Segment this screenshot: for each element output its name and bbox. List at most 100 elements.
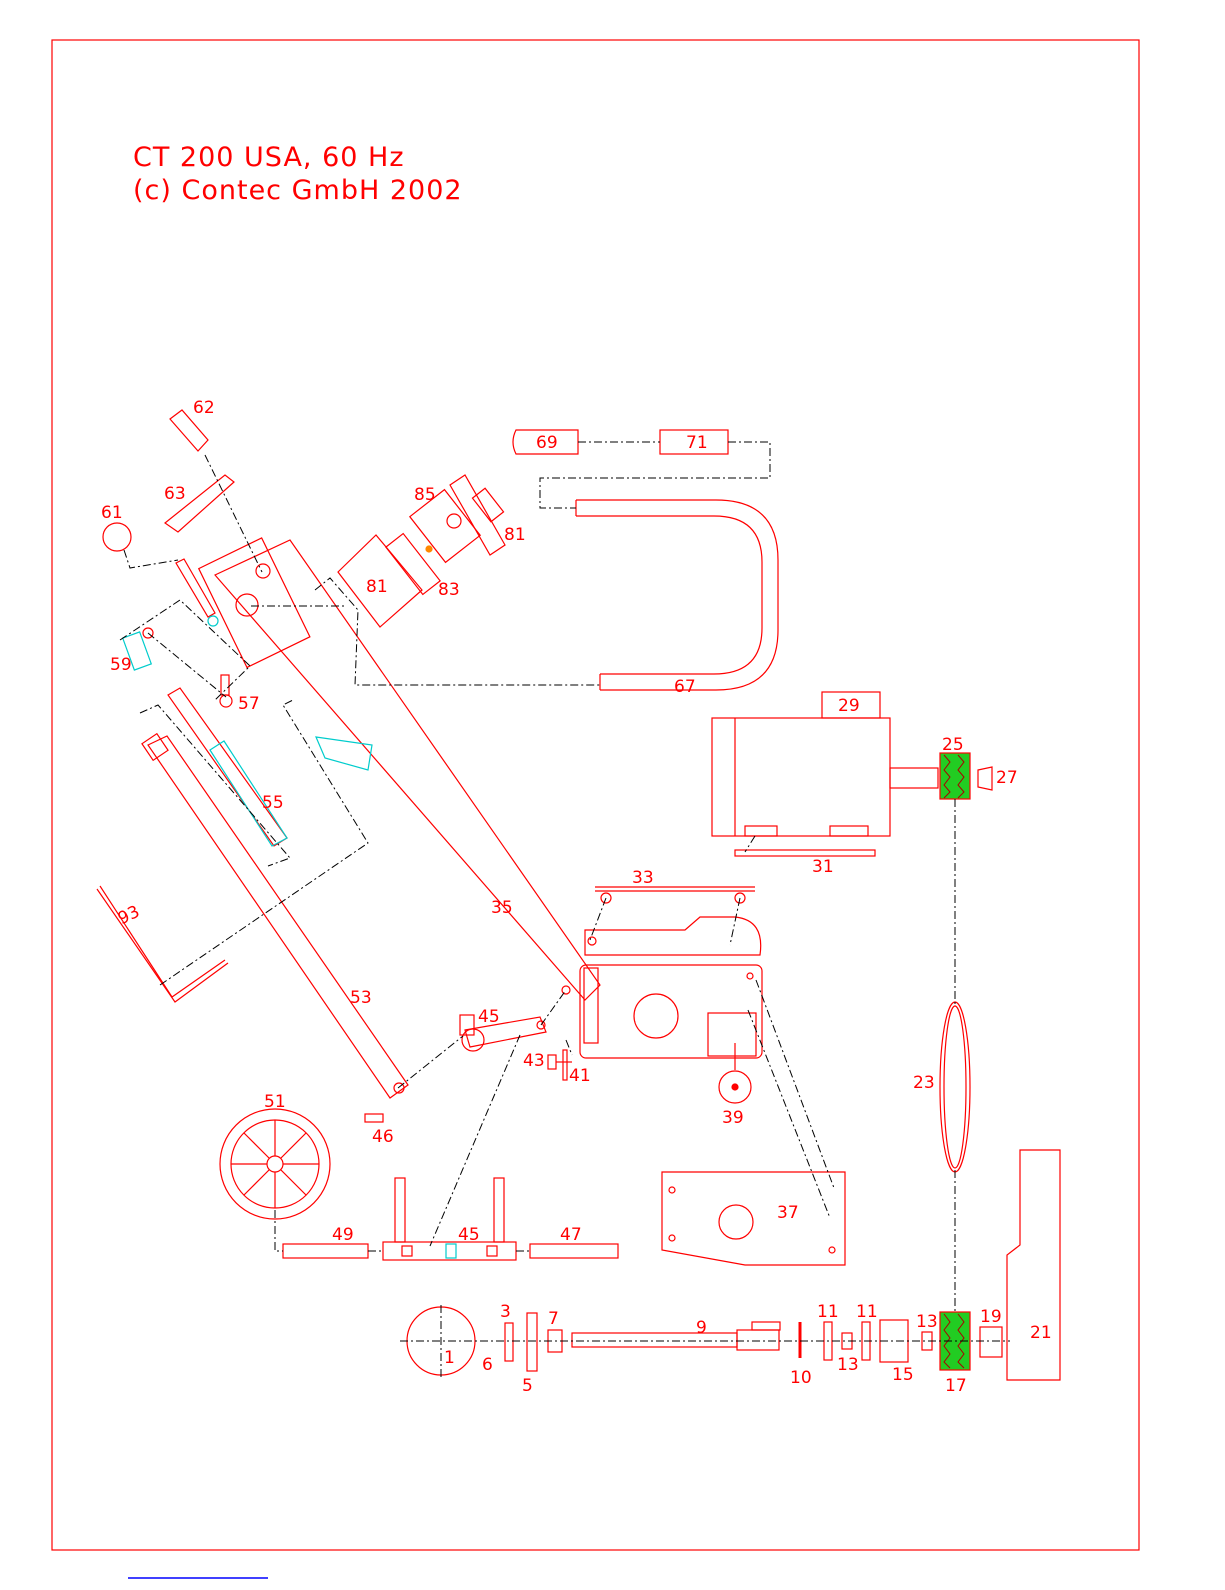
label-part-35: 35 [491,898,513,918]
wheel-51-spokes [231,1120,319,1208]
plate-5 [527,1313,537,1371]
label-part-25: 25 [942,735,964,755]
stub-axle-49 [283,1244,368,1258]
plate-37-hole-2 [669,1235,675,1241]
motor-29-body [712,718,890,836]
handle-rod [176,559,215,617]
stub-axle-47 [530,1244,618,1258]
handle-rod-joint [208,616,218,626]
gearbox-bore [634,994,678,1038]
label-part-46: 46 [372,1127,394,1147]
label-part-29: 29 [838,696,860,716]
motor-29-shaft [890,768,938,788]
plate-93 [97,889,228,1002]
drawing-frame [52,40,1139,1550]
label-part-45-upper: 45 [478,1007,500,1027]
label-part-9: 9 [696,1318,707,1338]
label-part-55: 55 [262,793,284,813]
lever-53 [148,736,408,1098]
pin-57-shank [221,675,229,695]
label-part-13-right: 13 [916,1312,938,1332]
label-part-5: 5 [522,1376,533,1396]
disk-85-center [447,514,461,528]
label-part-85: 85 [414,485,436,505]
washer-41 [563,1050,567,1080]
motor-29-foot-left [745,826,777,836]
pulley-25 [940,753,970,799]
label-part-17: 17 [945,1376,967,1396]
motor-plate-31 [735,850,875,856]
plate-37-bore [719,1205,753,1239]
gearbox-cover [708,1013,756,1056]
gas-spring-55 [168,688,287,846]
motor-29-foot-right [830,826,868,836]
nut-19 [980,1327,1002,1357]
label-part-33: 33 [632,868,654,888]
frame-label-plate [316,737,372,770]
label-part-27: 27 [996,768,1018,788]
label-part-3: 3 [500,1302,511,1322]
clamp-83-screw [426,546,432,552]
bolt-43 [548,1055,556,1069]
label-part-41: 41 [569,1066,591,1086]
shaft-9-key [752,1322,780,1330]
label-part-93: 93 [115,902,143,929]
pulley-grooves [944,755,964,1368]
wheel-39-hub [732,1084,738,1090]
label-part-59: 59 [110,655,132,675]
link-45-bracket [460,1015,474,1035]
label-part-61: 61 [101,503,123,523]
label-part-81-right: 81 [504,525,526,545]
label-part-57: 57 [238,694,260,714]
label-part-19: 19 [980,1307,1002,1327]
label-part-1: 1 [444,1348,455,1368]
link-45-eye [462,1029,484,1051]
label-part-83: 83 [438,580,460,600]
axle-45-post-left [395,1178,405,1242]
label-part-6: 6 [482,1355,493,1375]
label-part-10: 10 [790,1368,812,1388]
guard-21 [1007,1150,1060,1380]
plate-37-hole-3 [829,1247,835,1253]
axle-45-lug-left [402,1246,412,1256]
label-part-51: 51 [264,1092,286,1112]
label-part-69: 69 [536,433,558,453]
motor-81-right-hub [472,488,503,521]
label-part-11-right: 11 [856,1302,878,1322]
clamp-83 [386,534,440,595]
guard-top [585,917,761,955]
label-part-13-left: 13 [837,1355,859,1375]
plate-37-hole-1 [669,1187,675,1193]
nut-27 [978,767,992,790]
label-part-39: 39 [722,1108,744,1128]
wheel-51-hub [267,1156,283,1172]
label-part-7: 7 [548,1309,559,1329]
label-part-81-left: 81 [366,577,388,597]
label-part-11-left: 11 [817,1302,839,1322]
title-line-2: (c) Contec GmbH 2002 [133,175,463,206]
axle-45-center [446,1244,456,1258]
label-part-47: 47 [560,1225,582,1245]
belt-23-inner [944,1006,966,1168]
label-part-23: 23 [913,1073,935,1093]
title-line-1: CT 200 USA, 60 Hz [133,142,405,173]
label-part-62: 62 [193,398,215,418]
label-part-53: 53 [350,988,372,1008]
label-part-49: 49 [332,1225,354,1245]
guard-top-hole [588,937,596,945]
plate-93-inner [100,886,225,997]
label-part-21: 21 [1030,1323,1052,1343]
label-part-31: 31 [812,857,834,877]
axle-45-lug-right [487,1246,497,1256]
gearbox-bolt-right [747,973,753,979]
shaft-9-end [737,1330,779,1350]
label-part-71: 71 [686,433,708,453]
knob-61 [103,523,131,551]
shaft-9 [572,1333,737,1347]
label-part-67: 67 [674,677,696,697]
u-handle-67-outer [576,500,778,690]
frame-head-small-hole [256,564,270,578]
label-part-63: 63 [164,484,186,504]
